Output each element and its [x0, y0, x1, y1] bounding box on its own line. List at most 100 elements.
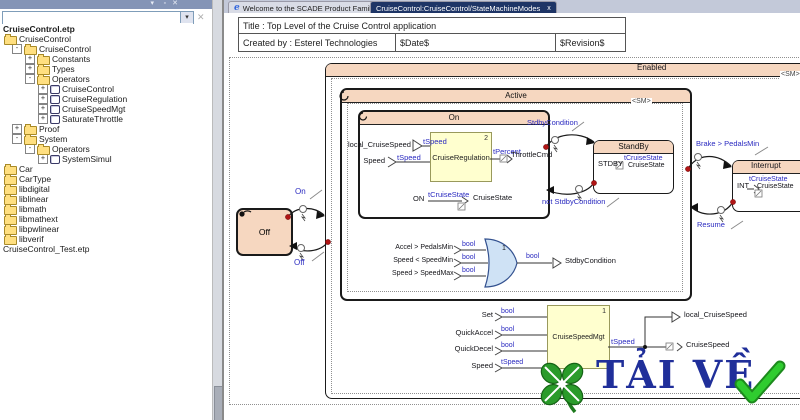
tree-item[interactable]: -Operators	[0, 73, 212, 85]
tree-item[interactable]: libmath	[0, 203, 212, 215]
tree-item[interactable]: libdigital	[0, 183, 212, 195]
or-input-speedmin: Speed < SpeedMin	[393, 257, 453, 264]
collapse-icon[interactable]: -	[12, 134, 22, 144]
project-tree[interactable]: CruiseControl.etp CruiseControl -CruiseC…	[0, 24, 212, 420]
tree-item[interactable]: +Constants	[0, 53, 212, 65]
tree-item[interactable]: -CruiseControl	[0, 43, 212, 55]
pin-icon[interactable]: ▫	[163, 0, 166, 7]
state-enabled-header[interactable]	[326, 64, 800, 77]
tree-item[interactable]: libpwlinear	[0, 223, 212, 235]
tree-item[interactable]: +CruiseSpeedMgt	[0, 104, 212, 114]
operator-icon	[50, 154, 60, 164]
state-on-header[interactable]: On	[360, 112, 548, 125]
sm-input-speed: Speed	[471, 361, 493, 370]
transition-label-brake[interactable]: Brake > PedalsMin	[696, 139, 760, 148]
expand-icon[interactable]: +	[25, 54, 35, 64]
tree-root[interactable]: CruiseControl.etp	[0, 24, 212, 34]
folder-open-icon	[37, 73, 50, 85]
expand-icon[interactable]: +	[38, 114, 48, 124]
state-active-header[interactable]: Active	[342, 90, 690, 103]
tab-statemachine-modes[interactable]: CruiseControl:CruiseControl/StateMachine…	[370, 1, 557, 14]
tree-item-label: libverif	[19, 234, 44, 244]
expand-icon[interactable]: +	[38, 104, 48, 114]
or-output-stdbycondition: StdbyCondition	[565, 256, 616, 265]
tree-item[interactable]: - System	[0, 133, 212, 145]
expand-icon[interactable]: +	[38, 94, 48, 104]
enabled-sm-tag: <SM>	[780, 71, 800, 79]
tree-item[interactable]: CruiseControl_Test.etp	[0, 244, 212, 254]
input-local-cruisespeed: local_CruiseSpeed	[348, 140, 411, 149]
tree-item[interactable]: +CruiseRegulation	[0, 94, 212, 104]
tree-item-label: CruiseControl_Test.etp	[3, 244, 90, 254]
tree-item[interactable]: + SaturateThrottle	[0, 114, 212, 124]
transition-label-resume[interactable]: Resume	[697, 220, 725, 229]
download-text[interactable]: TẢI VỀ	[596, 352, 756, 397]
transition-label-off[interactable]: Off	[294, 258, 305, 267]
tab-welcome-label: Welcome to the SCADE Product Family	[242, 3, 375, 13]
folder-icon	[24, 133, 37, 145]
type-tspeed: tSpeed	[501, 359, 524, 366]
collapse-icon[interactable]: -	[25, 144, 35, 154]
state-standby-header[interactable]: StandBy	[594, 141, 673, 154]
close-icon[interactable]: ✕	[172, 0, 178, 7]
folder-icon	[4, 233, 17, 245]
close-tab-icon[interactable]: x	[547, 4, 551, 12]
emit-on: ON	[413, 194, 425, 203]
tree-item[interactable]: CarType	[0, 173, 212, 185]
operator-cruise-regulation[interactable]: CruiseRegulation 2	[430, 132, 492, 182]
type-tcruisestate: tCruiseState	[749, 176, 788, 183]
transition-label-not-stdbycondition[interactable]: not StdbyCondition	[542, 197, 606, 206]
sm-input-quickdecel: QuickDecel	[454, 344, 493, 353]
operator-icon	[50, 84, 60, 94]
chevron-down-icon[interactable]: ▾	[180, 12, 193, 23]
checkmark-icon	[734, 360, 786, 404]
transition-label-stdbycondition[interactable]: StdbyCondition	[527, 118, 578, 127]
panel-titlebar[interactable]: ▾ ▫ ✕	[0, 0, 212, 9]
type-bool: bool	[501, 326, 515, 333]
tree-item[interactable]: +SystemSimul	[0, 154, 212, 164]
tree-item-label: System	[39, 134, 68, 144]
expand-icon[interactable]: +	[25, 64, 35, 74]
tree-item[interactable]: +Proof	[0, 123, 212, 135]
state-off-label: Off	[258, 227, 271, 237]
tree-item-label: liblinear	[19, 194, 49, 204]
expand-icon[interactable]: +	[12, 124, 22, 134]
type-bool: bool	[501, 342, 515, 349]
state-interrupt-label: Interrupt	[751, 161, 781, 170]
titleblock-revision: $Revision$	[555, 33, 626, 52]
tree-item-label: SaturateThrottle	[62, 114, 123, 124]
type-tspeed: tSpeed	[423, 137, 447, 146]
expand-icon[interactable]: +	[38, 84, 48, 94]
titleblock-author: Created by : Esterel Technologies	[238, 33, 401, 52]
expand-icon[interactable]: +	[38, 154, 48, 164]
document-tabbar: e Welcome to the SCADE Product Family Cr…	[222, 0, 800, 14]
transition-label-on[interactable]: On	[295, 187, 306, 196]
state-interrupt-header[interactable]	[733, 161, 800, 174]
state-off[interactable]: Off	[236, 208, 293, 256]
tree-item[interactable]: liblinear	[0, 193, 212, 205]
tree-item[interactable]: libmathext	[0, 213, 212, 225]
emit-stdby: STDBY	[598, 159, 624, 168]
collapse-icon[interactable]: -	[25, 74, 35, 84]
tree-item[interactable]: libverif	[0, 233, 212, 245]
output-local-cruisespeed: local_CruiseSpeed	[684, 310, 747, 319]
tree-item[interactable]: -Operators	[0, 143, 212, 155]
type-tspeed: tSpeed	[611, 337, 635, 346]
download-watermark: TẢI VỀ	[532, 352, 792, 418]
titleblock-date: $Date$	[395, 33, 561, 52]
state-interrupt[interactable]	[732, 160, 800, 212]
operator-index: 2	[484, 135, 488, 142]
tree-item[interactable]: Car	[0, 163, 212, 175]
tree-item[interactable]: +CruiseControl	[0, 84, 212, 94]
operator-cruise-speed-mgt[interactable]: CruiseSpeedMgt 1	[547, 305, 610, 369]
collapse-icon[interactable]: -	[12, 44, 22, 54]
clear-icon[interactable]: ✕	[197, 12, 205, 22]
or-gate-index: 1	[502, 245, 506, 252]
dropdown-icon[interactable]: ▾	[150, 0, 154, 7]
tree-item[interactable]: CruiseControl	[0, 33, 212, 45]
input-speed: Speed	[363, 156, 385, 165]
tree-item[interactable]: +Types	[0, 63, 212, 75]
state-standby[interactable]: StandBy	[593, 140, 674, 194]
type-bool: bool	[526, 253, 540, 260]
tree-item-label: libdigital	[19, 184, 50, 194]
